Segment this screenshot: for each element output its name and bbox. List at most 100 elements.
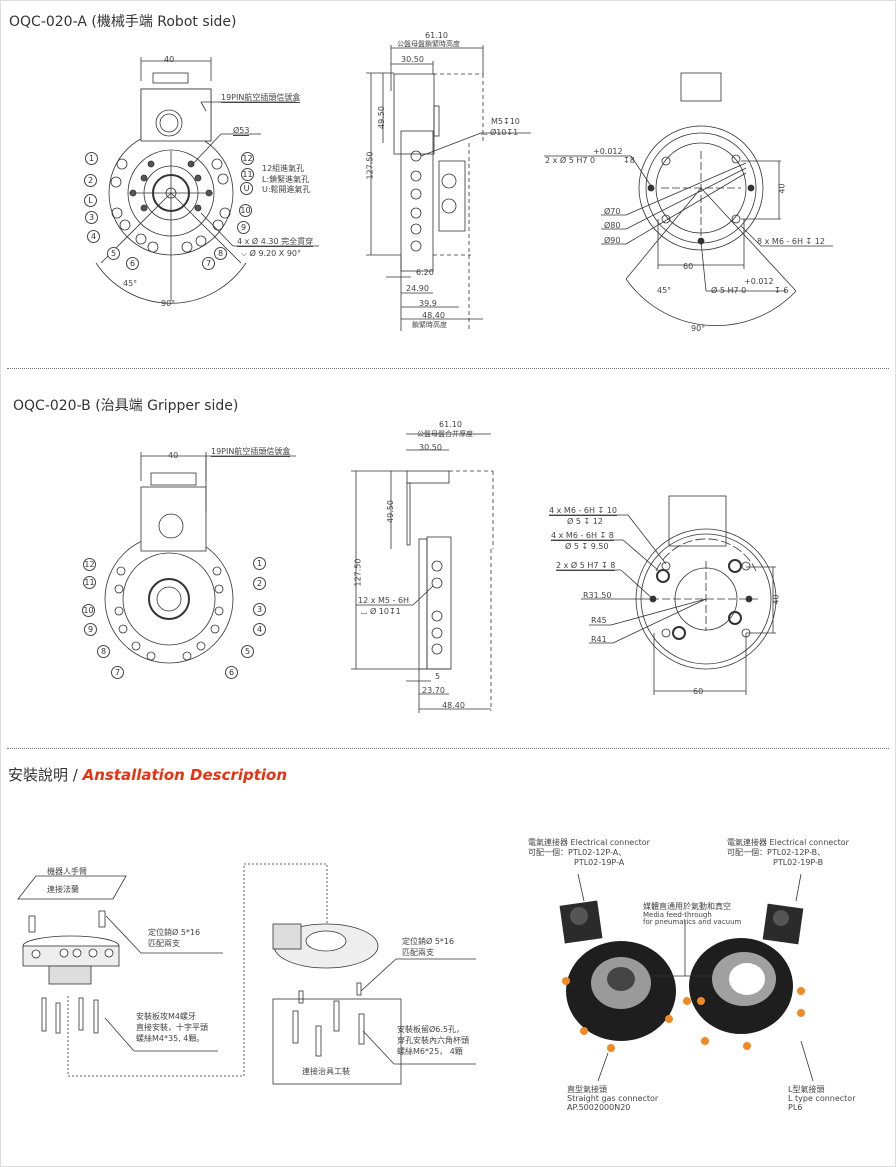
b-side-d49: 49.50 bbox=[385, 500, 395, 523]
screw-note-2-line-3: 螺絲M6*25， 4顆 bbox=[397, 1047, 463, 1056]
a-box-label: 19PIN航空插頭信號盒 bbox=[221, 93, 301, 103]
b-front-width-dim: 40 bbox=[168, 451, 179, 460]
b-back-thread-2-depth: Ø 5 ↧ 9.50 bbox=[565, 542, 609, 551]
robot-side-back-view bbox=[544, 72, 833, 326]
a-legend-2: L:鎖緊進氣孔 bbox=[262, 175, 310, 184]
port-label: 7 bbox=[202, 257, 215, 270]
media-line-3: for pneumatics and vacuum bbox=[643, 918, 742, 926]
screw-note-1-line-1: 安裝板攻M4螺牙 bbox=[136, 1012, 196, 1021]
elec-b-line-2: 可配一個：PTL02-12P-B、 bbox=[727, 848, 826, 857]
b-side-d5: 5 bbox=[435, 672, 441, 681]
a-side-d48: 48.40 bbox=[422, 311, 445, 320]
a-back-d80: Ø80 bbox=[604, 221, 621, 230]
a-back-angle-90: 90° bbox=[691, 324, 706, 333]
section-divider bbox=[7, 748, 889, 749]
a-side-m5: M5↧10 bbox=[491, 117, 520, 126]
install-title-cn: 安裝說明 / bbox=[8, 766, 83, 784]
b-side-d23: 23.70 bbox=[422, 686, 445, 695]
a-side-d24: 24.90 bbox=[406, 284, 429, 293]
port-label: 5 bbox=[107, 247, 120, 260]
section-a-title: OQC-020-A (機械手端 Robot side) bbox=[9, 14, 237, 30]
b-side-d30: 30.50 bbox=[419, 443, 442, 452]
ltype-line-2: L type connector bbox=[788, 1094, 856, 1103]
straight-line-2: Straight gas connector bbox=[567, 1094, 659, 1103]
elec-b-line-1: 電氣連接器 Electrical connector bbox=[727, 838, 849, 847]
b-side-d48: 48.40 bbox=[442, 701, 465, 710]
a-back-pin-2: Ø 5 H7 0 bbox=[711, 286, 747, 295]
a-side-d61: 61.10 bbox=[425, 31, 448, 40]
a-side-d127: 127.50 bbox=[365, 151, 375, 180]
elec-b-line-3: PTL02-19P-B bbox=[773, 858, 824, 867]
port-label: 1 bbox=[253, 557, 266, 570]
media-line-1: 媒體直通用於氣動和真空 bbox=[643, 902, 731, 911]
port-label: 10 bbox=[82, 604, 95, 617]
ltype-line-3: PL6 bbox=[788, 1103, 803, 1112]
b-side-d61-label: 公盤母盤合并厚度 bbox=[417, 430, 473, 438]
port-label: 8 bbox=[97, 645, 110, 658]
ltype-line-1: L型氣接頭 bbox=[788, 1085, 825, 1094]
port-label: 4 bbox=[253, 623, 266, 636]
port-label: 11 bbox=[83, 576, 96, 589]
port-label: 2 bbox=[84, 174, 97, 187]
a-back-tol-1: +0.012 bbox=[593, 147, 623, 156]
pin-note-1-line-1: 定位銷Ø 5*16 bbox=[148, 928, 201, 937]
section-b-title: OQC-020-B (治具端 Gripper side) bbox=[13, 398, 239, 414]
a-side-d61-label: 公盤母盤鎖緊時高度 bbox=[397, 40, 460, 48]
port-label: 7 bbox=[111, 666, 124, 679]
port-holes bbox=[110, 158, 231, 253]
b-back-pin: 2 x Ø 5 H7 ↧ 8 bbox=[556, 561, 616, 571]
a-dia-53: Ø53 bbox=[233, 126, 250, 136]
port-label: 12 bbox=[83, 558, 96, 571]
a-back-pin-2-depth: ↧ 6 bbox=[774, 286, 789, 295]
a-side-d49: 49.50 bbox=[376, 106, 386, 129]
b-side-counterbore: ⌴ Ø 10↧1 bbox=[361, 607, 401, 616]
installation-diagram bbox=[17, 863, 476, 1085]
port-label: 1 bbox=[85, 152, 98, 165]
b-back-r45: R45 bbox=[591, 616, 607, 625]
a-hole-note-1: 4 x Ø 4.30 完全貫穿 bbox=[237, 237, 314, 247]
screw-note-2-line-1: 安裝板留Ø6.5孔， bbox=[397, 1025, 465, 1034]
a-back-d90: Ø90 bbox=[604, 236, 621, 245]
port-label: 12 bbox=[241, 152, 254, 165]
a-angle-90: 90° bbox=[161, 299, 176, 308]
b-back-thread-1: 4 x M6 - 6H ↧ 10 bbox=[549, 506, 617, 516]
port-label: 10 bbox=[239, 204, 252, 217]
fixture-label: 連接治具工裝 bbox=[302, 1067, 350, 1076]
section-divider bbox=[7, 368, 889, 369]
pin-note-2-line-2: 匹配兩支 bbox=[402, 948, 434, 957]
a-side-counterbore: ⌴ Ø10↧1 bbox=[481, 128, 519, 137]
photo-callout-lines bbox=[577, 873, 814, 1082]
b-side-d61: 61.10 bbox=[439, 420, 462, 429]
robot-side-profile-view bbox=[366, 45, 531, 331]
screw-note-1-line-2: 直接安裝，十字平頭 bbox=[136, 1023, 208, 1032]
pin-note-1-line-2: 匹配兩支 bbox=[148, 939, 180, 948]
screw-note-2-line-2: 穿孔安裝內六角杯頭 bbox=[397, 1036, 469, 1045]
media-line-2: Media feed-through bbox=[643, 911, 712, 919]
robot-side-front-view bbox=[95, 57, 319, 304]
a-legend-1: 12組進氣孔 bbox=[262, 164, 305, 173]
a-back-d40: 40 bbox=[777, 183, 787, 194]
port-label: 9 bbox=[237, 221, 250, 234]
install-title: 安裝說明 / Anstallation Description bbox=[8, 767, 287, 783]
port-label: U bbox=[240, 182, 253, 195]
a-back-pin-1-depth: ↧8 bbox=[623, 156, 635, 165]
a-back-pin-1: 2 x Ø 5 H7 0 bbox=[545, 156, 596, 165]
install-title-en: Anstallation Description bbox=[82, 766, 288, 784]
port-label: 3 bbox=[85, 211, 98, 224]
screw-note-1-line-3: 螺絲M4*35, 4顆。 bbox=[136, 1034, 205, 1043]
a-hole-note-2: ⌵ Ø 9.20 X 90° bbox=[241, 249, 302, 258]
elec-a-line-3: PTL02-19P-A bbox=[574, 858, 625, 867]
gripper-side-front-view bbox=[104, 452, 296, 664]
b-back-thread-1-depth: Ø 5 ↧ 12 bbox=[567, 517, 603, 526]
b-back-d60: 60 bbox=[693, 687, 704, 696]
flange-label: 連接法蘭 bbox=[47, 885, 79, 894]
a-side-d30: 30.50 bbox=[401, 55, 424, 64]
product-photos bbox=[559, 900, 805, 1052]
a-back-tol-2: +0.012 bbox=[744, 277, 774, 286]
b-back-r31: R31.50 bbox=[583, 591, 612, 600]
port-label: 2 bbox=[253, 577, 266, 590]
port-label: 6 bbox=[126, 257, 139, 270]
b-side-d127: 127.50 bbox=[353, 558, 363, 587]
